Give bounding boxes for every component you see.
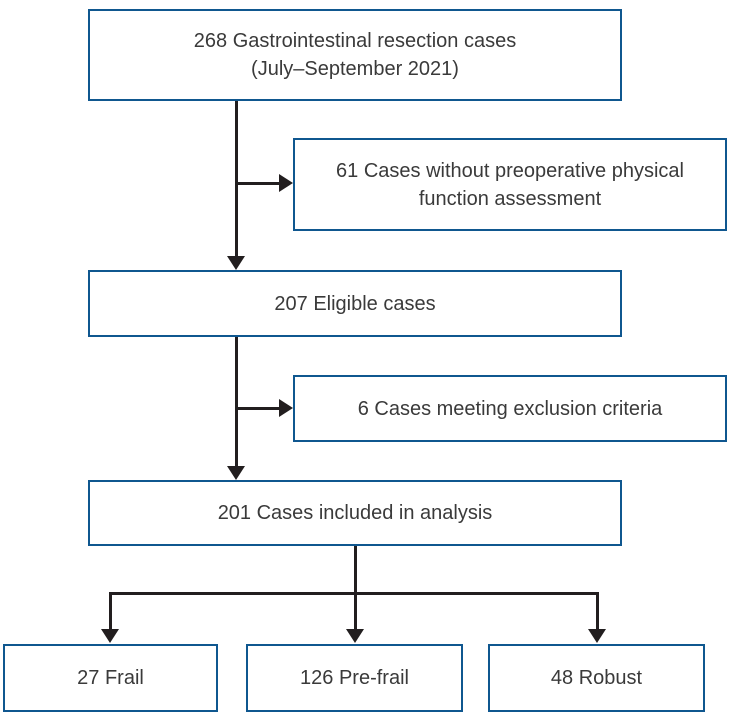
connector-included-stem-line bbox=[354, 546, 357, 594]
node-included-analysis: 201 Cases included in analysis bbox=[88, 480, 622, 546]
node-frail-label: 27 Frail bbox=[77, 667, 144, 689]
node-exclusion-label: 6 Cases meeting exclusion criteria bbox=[357, 397, 663, 420]
node-prefrail-label: 126 Pre-frail bbox=[300, 667, 409, 689]
node-robust: 48 Robust bbox=[488, 644, 705, 712]
arrow-down-to-eligible-icon bbox=[227, 256, 245, 270]
arrow-down-to-frail-icon bbox=[101, 629, 119, 643]
arrow-down-to-prefrail-icon bbox=[346, 629, 364, 643]
connector-to-prefrail-line bbox=[354, 592, 357, 630]
node-included-label: 201 Cases included in analysis bbox=[217, 502, 493, 524]
node-frail: 27 Frail bbox=[3, 644, 218, 712]
connector-eligible-included-line bbox=[235, 337, 238, 467]
arrow-right-to-exclusion-icon bbox=[279, 399, 293, 417]
arrow-right-to-no-assessment-icon bbox=[279, 174, 293, 192]
node-prefrail: 126 Pre-frail bbox=[246, 644, 463, 712]
connector-to-frail-line bbox=[109, 592, 112, 630]
node-eligible-cases: 207 Eligible cases bbox=[88, 270, 622, 337]
node-eligible-label: 207 Eligible cases bbox=[274, 292, 436, 315]
connector-total-eligible-line bbox=[235, 101, 238, 258]
arrow-down-to-robust-icon bbox=[588, 629, 606, 643]
node-total-line2: (July–September 2021) bbox=[251, 58, 459, 80]
node-no-assessment-line1: 61 Cases without preoperative physical bbox=[336, 159, 684, 182]
connector-branch-exclusion-line bbox=[236, 407, 280, 410]
node-exclusion-criteria: 6 Cases meeting exclusion criteria bbox=[293, 375, 727, 442]
node-total-line1: 268 Gastrointestinal resection cases bbox=[193, 30, 517, 52]
node-total-cases: 268 Gastrointestinal resection cases (Ju… bbox=[88, 9, 622, 101]
connector-branch-no-assessment-line bbox=[236, 182, 280, 185]
node-robust-label: 48 Robust bbox=[550, 667, 643, 689]
arrow-down-to-included-icon bbox=[227, 466, 245, 480]
node-no-assessment-line2: function assessment bbox=[418, 187, 602, 210]
node-no-assessment: 61 Cases without preoperative physical f… bbox=[293, 138, 727, 231]
connector-to-robust-line bbox=[596, 592, 599, 630]
